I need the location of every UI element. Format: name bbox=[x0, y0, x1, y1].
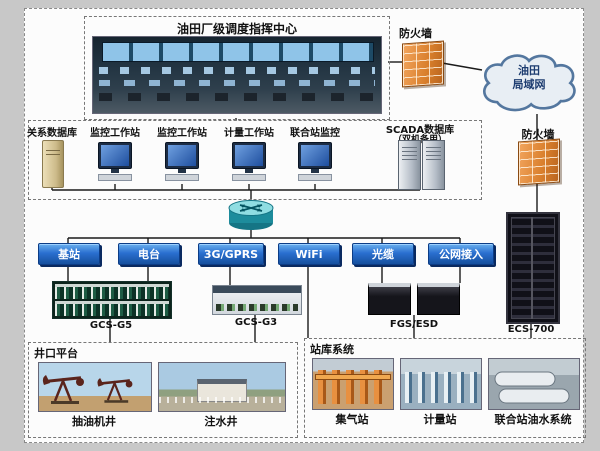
metering-station-photo bbox=[400, 358, 482, 410]
link-public-network: 公网接入 bbox=[428, 243, 494, 265]
injection-well-label: 注水井 bbox=[204, 415, 238, 428]
chair-row bbox=[98, 93, 376, 101]
metering-station-label: 计量站 bbox=[423, 413, 457, 426]
gas-gathering-label: 集气站 bbox=[335, 413, 369, 426]
firewall-icon bbox=[402, 40, 444, 88]
fgs-esd-units bbox=[368, 283, 460, 315]
gas-gathering-photo bbox=[312, 358, 394, 410]
injection-well-photo bbox=[158, 362, 286, 412]
oil-water-system-label: 联合站油水系统 bbox=[494, 413, 572, 426]
gcs-g5-label: GCS-G5 bbox=[89, 320, 133, 331]
control-center-title: 油田厂级调度指挥中心 bbox=[176, 22, 297, 36]
db-label: 关系数据库 bbox=[27, 128, 77, 139]
console-row bbox=[98, 79, 376, 87]
workstation-icon bbox=[298, 142, 332, 184]
link-3g-gprs: 3G/GPRS bbox=[198, 243, 264, 265]
ecs-700-cabinet bbox=[506, 212, 560, 324]
workstation-icon bbox=[165, 142, 199, 184]
metering-ws-label: 计量工作站 bbox=[224, 128, 274, 139]
monitor-ws-label: 监控工作站 bbox=[157, 128, 207, 139]
gcs-g3-controller bbox=[212, 285, 302, 315]
oil-water-system-photo bbox=[488, 358, 580, 410]
station-section-title: 站库系统 bbox=[310, 343, 354, 356]
gcs-g5-controller bbox=[52, 281, 172, 319]
firewall-icon bbox=[518, 138, 560, 186]
pumpjack-well-photo bbox=[38, 362, 152, 412]
console-row bbox=[98, 67, 376, 75]
monitor-ws-label: 监控工作站 bbox=[90, 128, 140, 139]
station-section-box bbox=[304, 338, 586, 438]
link-wifi: WiFi bbox=[278, 243, 340, 265]
wellhead-section-box bbox=[28, 342, 298, 438]
workstation-icon bbox=[98, 142, 132, 184]
database-server-icon bbox=[42, 140, 64, 188]
router-icon bbox=[228, 198, 274, 232]
display-wall bbox=[101, 41, 375, 62]
wellhead-section-title: 井口平台 bbox=[34, 347, 78, 360]
link-optical-cable: 光缆 bbox=[352, 243, 414, 265]
control-room-photo bbox=[92, 36, 382, 114]
lan-cloud-label: 油田 局域网 bbox=[512, 64, 546, 91]
lan-cloud-icon bbox=[476, 46, 582, 118]
scada-server-icon bbox=[398, 140, 421, 190]
link-radio: 电台 bbox=[118, 243, 180, 265]
pumpjack-well-label: 抽油机井 bbox=[72, 415, 116, 428]
gcs-g3-label: GCS-G3 bbox=[234, 317, 278, 328]
workstation-icon bbox=[232, 142, 266, 184]
workstation-row-box bbox=[28, 120, 482, 200]
firewall-top-label: 防火墙 bbox=[399, 27, 432, 40]
ecs-700-label: ECS-700 bbox=[507, 324, 555, 335]
fgs-esd-label: FGS/ESD bbox=[389, 319, 439, 330]
joint-station-ws-label: 联合站监控 bbox=[290, 128, 340, 139]
control-center-box: 油田厂级调度指挥中心 bbox=[84, 16, 390, 120]
scada-db-label: SCADA数据库 bbox=[385, 125, 455, 136]
scada-server-icon bbox=[422, 140, 445, 190]
firewall-right-label: 防火墙 bbox=[521, 128, 555, 141]
link-base-station: 基站 bbox=[38, 243, 100, 265]
